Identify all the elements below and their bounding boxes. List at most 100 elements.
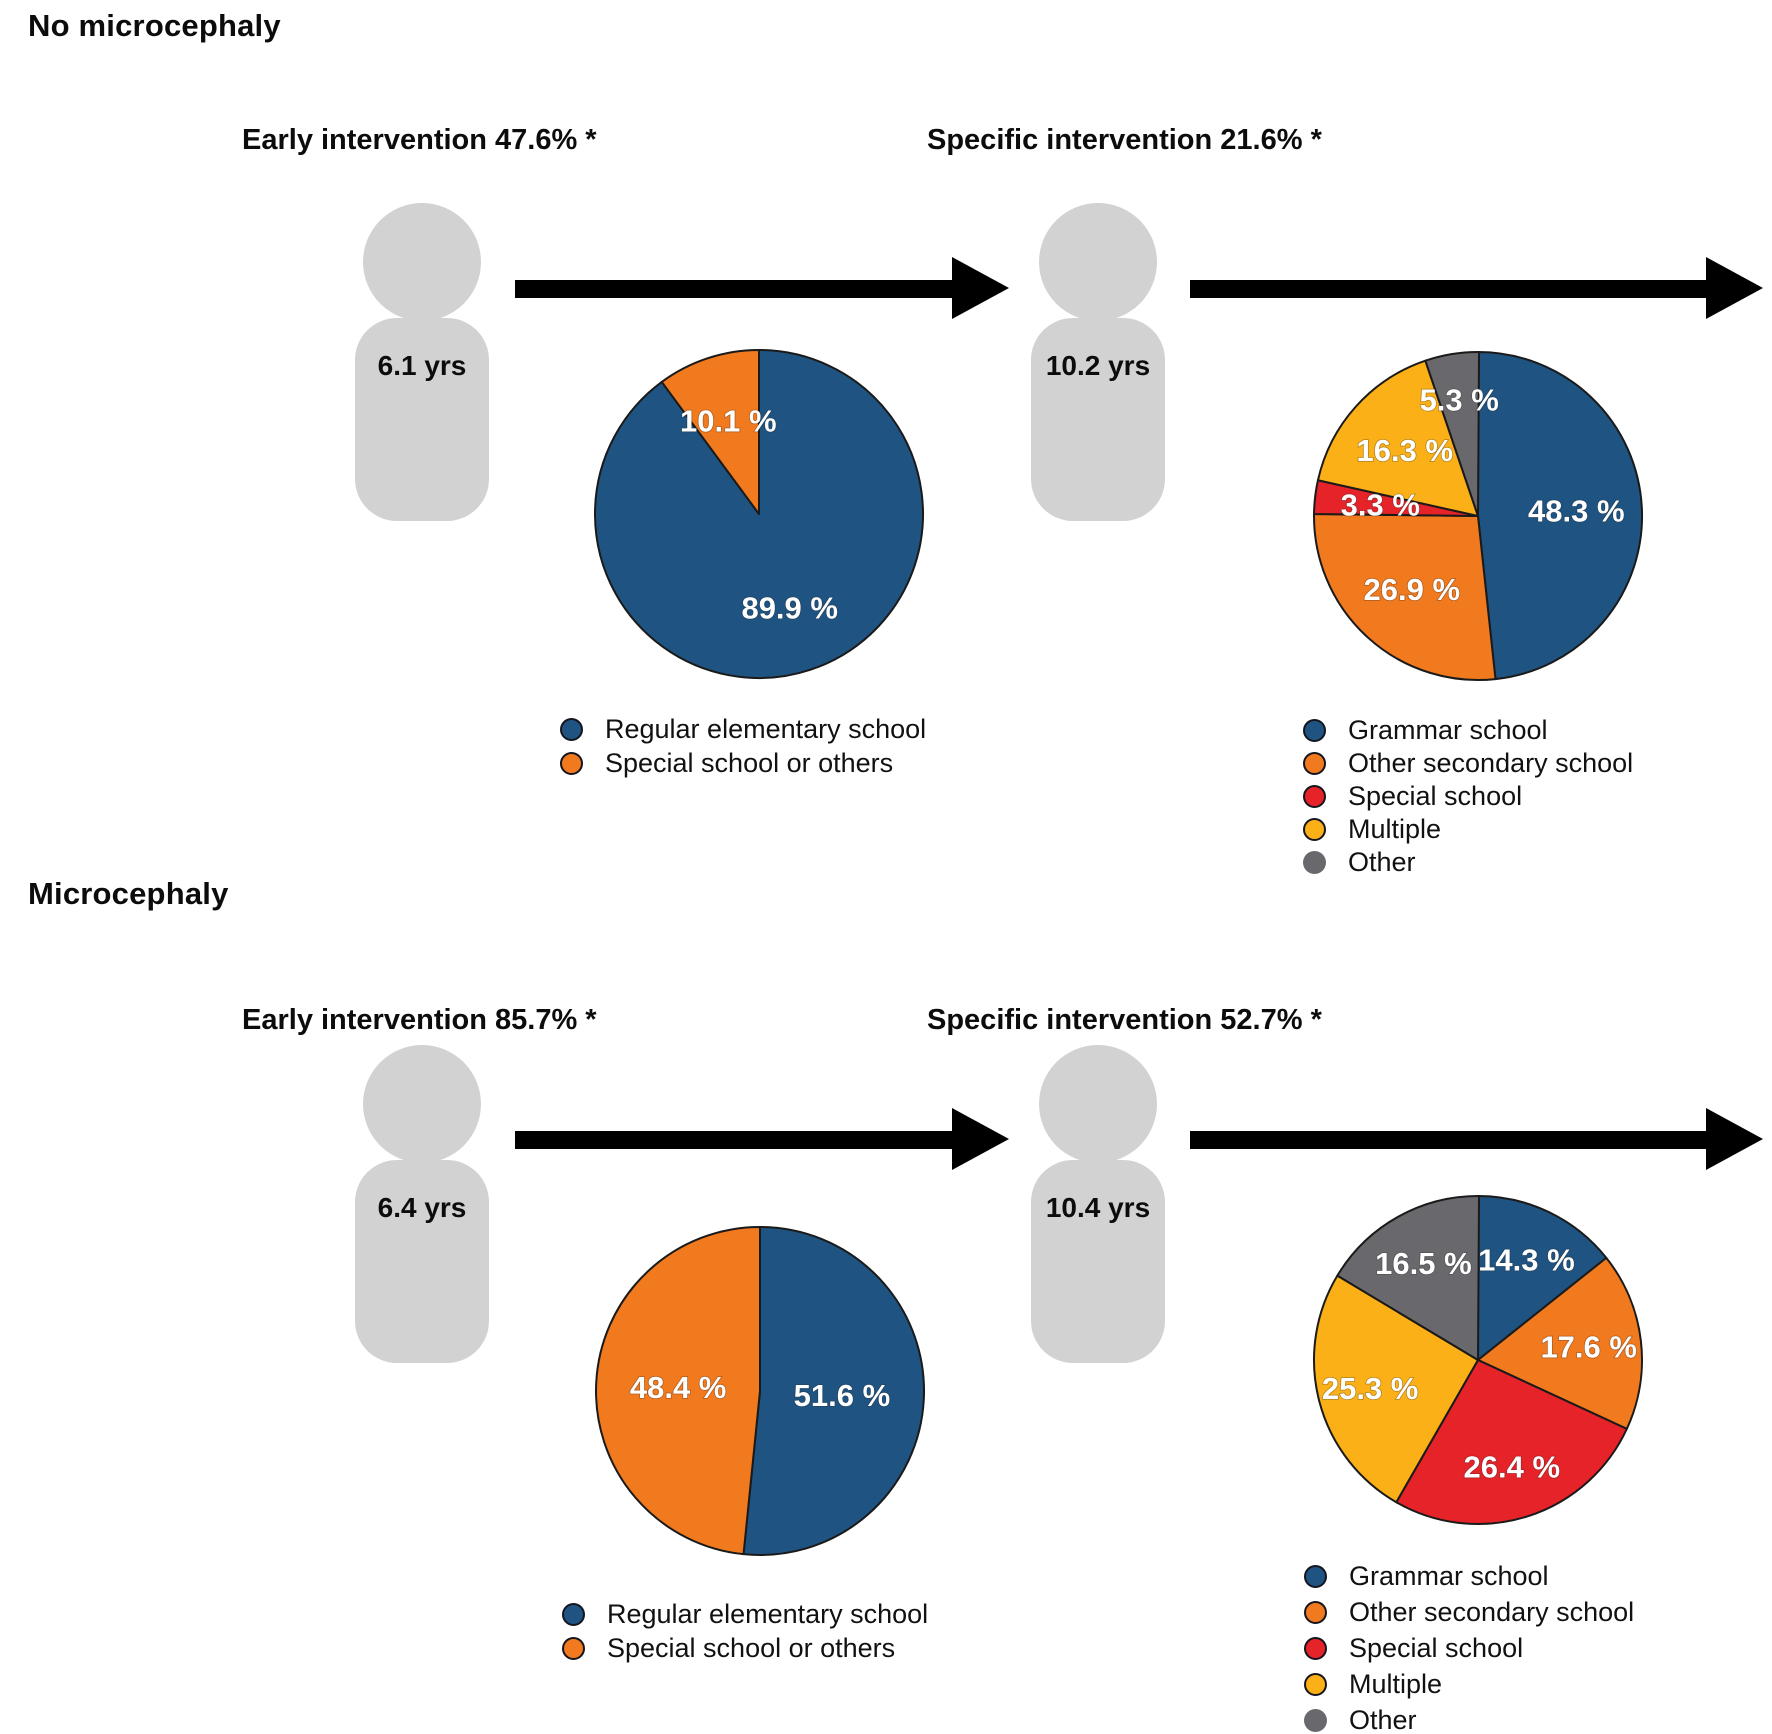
arrow-shaft (515, 280, 952, 298)
pie-slice-value-label: 16.5 % (1375, 1246, 1472, 1281)
pie-slice-value-label: 25.3 % (1322, 1371, 1419, 1406)
legend-item-label: Multiple (1348, 814, 1442, 844)
legend-swatch-circle-icon (1304, 1708, 1327, 1732)
legend-item-label: Multiple (1349, 1668, 1443, 1699)
pie-slice-value-label: 3.3 % (1341, 488, 1420, 523)
pie-slice-orange (1313, 512, 1497, 681)
pie-slice-orange (660, 349, 760, 515)
legend-swatch-circle-icon (560, 717, 583, 741)
legend-item-label: Special school or others (607, 1632, 896, 1663)
legend-item-orange: Special school or others (562, 1631, 928, 1665)
legend-swatch-circle-icon (1304, 1600, 1327, 1624)
legend-item-label: Special school (1349, 1632, 1524, 1663)
person-icon-age-6-4: 6.4 yrs (355, 1045, 489, 1363)
legend-item-label: Special school or others (605, 747, 894, 778)
arrow-right-icon (1706, 257, 1763, 319)
arrow-shaft (1190, 280, 1706, 298)
age-label: 6.1 yrs (377, 350, 467, 381)
person-icon-age-6-1: 6.1 yrs (355, 203, 489, 521)
legend-item-label: Regular elementary school (605, 713, 927, 744)
pie-chart-elementary-no-microcephaly: 89.9 % 10.1 % (594, 349, 924, 679)
pie-slice-value-label: 10.1 % (680, 404, 777, 439)
pie-slice-blue (742, 1226, 926, 1556)
section-title-microcephaly: Microcephaly (28, 876, 229, 911)
pie-slice-red (1395, 1359, 1628, 1525)
legend-item-red: Special school (1304, 1630, 1634, 1666)
legend-item-gray: Other (1303, 846, 1633, 879)
legend-item-blue: Regular elementary school (560, 712, 926, 746)
legend-item-orange: Special school or others (560, 746, 926, 780)
pie-chart-secondary-no-microcephaly: 48.3 % 26.9 % 3.3 % 16.3 % 5.3 % (1313, 350, 1644, 681)
legend-swatch-circle-icon (1303, 785, 1326, 808)
pie-slice-value-label: 26.4 % (1464, 1449, 1561, 1484)
arrow-right-icon (952, 257, 1009, 319)
legend-item-label: Other secondary school (1348, 748, 1634, 778)
legend-item-label: Special school (1348, 781, 1523, 811)
pie-slice-value-label: 51.6 % (794, 1378, 891, 1413)
legend-swatch-circle-icon (1304, 1564, 1327, 1588)
person-body-icon (1031, 1160, 1165, 1363)
legend-swatch-circle-icon (560, 751, 583, 775)
pie-slice-gray (1424, 350, 1481, 517)
legend-item-label: Grammar school (1349, 1560, 1549, 1591)
label-early-intervention-no-microcephaly: Early intervention 47.6% * (242, 124, 597, 156)
age-label: 10.4 yrs (1045, 1192, 1151, 1223)
legend-swatch-circle-icon (1304, 1636, 1327, 1660)
legend-swatch-circle-icon (1303, 818, 1326, 841)
pie-slice-gray (1336, 1194, 1481, 1361)
person-icon-age-10-4: 10.4 yrs (1031, 1045, 1165, 1363)
pie-slice-value-label: 26.9 % (1364, 572, 1461, 607)
person-icon-age-10-2: 10.2 yrs (1031, 203, 1165, 521)
pie-slice-value-label: 16.3 % (1357, 433, 1454, 468)
legend-swatch-circle-icon (1303, 851, 1326, 874)
label-specific-intervention-no-microcephaly: Specific intervention 21.6% * (927, 124, 1322, 156)
legend-item-label: Other (1348, 847, 1416, 877)
legend-swatch-circle-icon (562, 1602, 585, 1626)
legend-item-orange: Other secondary school (1304, 1594, 1634, 1630)
legend-swatch-circle-icon (1303, 719, 1326, 742)
legend-item-blue: Grammar school (1304, 1558, 1634, 1594)
age-label: 10.2 yrs (1045, 350, 1151, 381)
arrow-shaft (1190, 1131, 1706, 1149)
legend-item-yellow: Multiple (1303, 813, 1633, 846)
pie-slice-value-label: 48.4 % (630, 1370, 727, 1405)
legend-swatch-circle-icon (1304, 1672, 1327, 1696)
pie-slice-blue (1477, 1195, 1608, 1361)
age-label: 6.4 yrs (377, 1192, 467, 1223)
arrow-right-icon (952, 1108, 1009, 1170)
label-early-intervention-microcephaly: Early intervention 85.7% * (242, 1004, 597, 1036)
arrow-shaft (515, 1131, 952, 1149)
legend-item-yellow: Multiple (1304, 1666, 1634, 1702)
pie-slice-yellow (1313, 1274, 1479, 1504)
legend-item-label: Other (1349, 1704, 1417, 1734)
legend-swatch-circle-icon (1303, 752, 1326, 775)
legend-item-red: Special school (1303, 780, 1633, 813)
pie-slice-value-label: 17.6 % (1540, 1330, 1637, 1365)
person-body-icon (1031, 318, 1165, 521)
pie-slice-value-label: 89.9 % (741, 591, 838, 626)
person-head-icon (363, 1045, 481, 1163)
label-specific-intervention-microcephaly: Specific intervention 52.7% * (927, 1004, 1322, 1036)
pie-slice-value-label: 5.3 % (1420, 382, 1499, 417)
legend-item-label: Grammar school (1348, 715, 1548, 745)
pie-chart-secondary-microcephaly: 14.3 %17.6 %26.4 %25.3 %16.5 % (1313, 1194, 1643, 1525)
pie-slice-orange (1477, 1256, 1643, 1430)
legend-item-blue: Regular elementary school (562, 1597, 928, 1631)
person-body-icon (355, 318, 489, 521)
arrow-right-icon (1706, 1108, 1763, 1170)
person-head-icon (363, 203, 481, 321)
pie-chart-elementary-microcephaly: 51.6 % 48.4 % (595, 1226, 926, 1556)
person-head-icon (1039, 203, 1157, 321)
person-head-icon (1039, 1045, 1157, 1163)
pie-slice-orange (595, 1226, 761, 1556)
section-title-no-microcephaly: No microcephaly (28, 8, 281, 43)
legend-item-label: Other secondary school (1349, 1596, 1635, 1627)
pie-slice-value-label: 48.3 % (1528, 494, 1625, 529)
legend-item-gray: Other (1304, 1702, 1634, 1734)
legend-swatch-circle-icon (562, 1636, 585, 1660)
